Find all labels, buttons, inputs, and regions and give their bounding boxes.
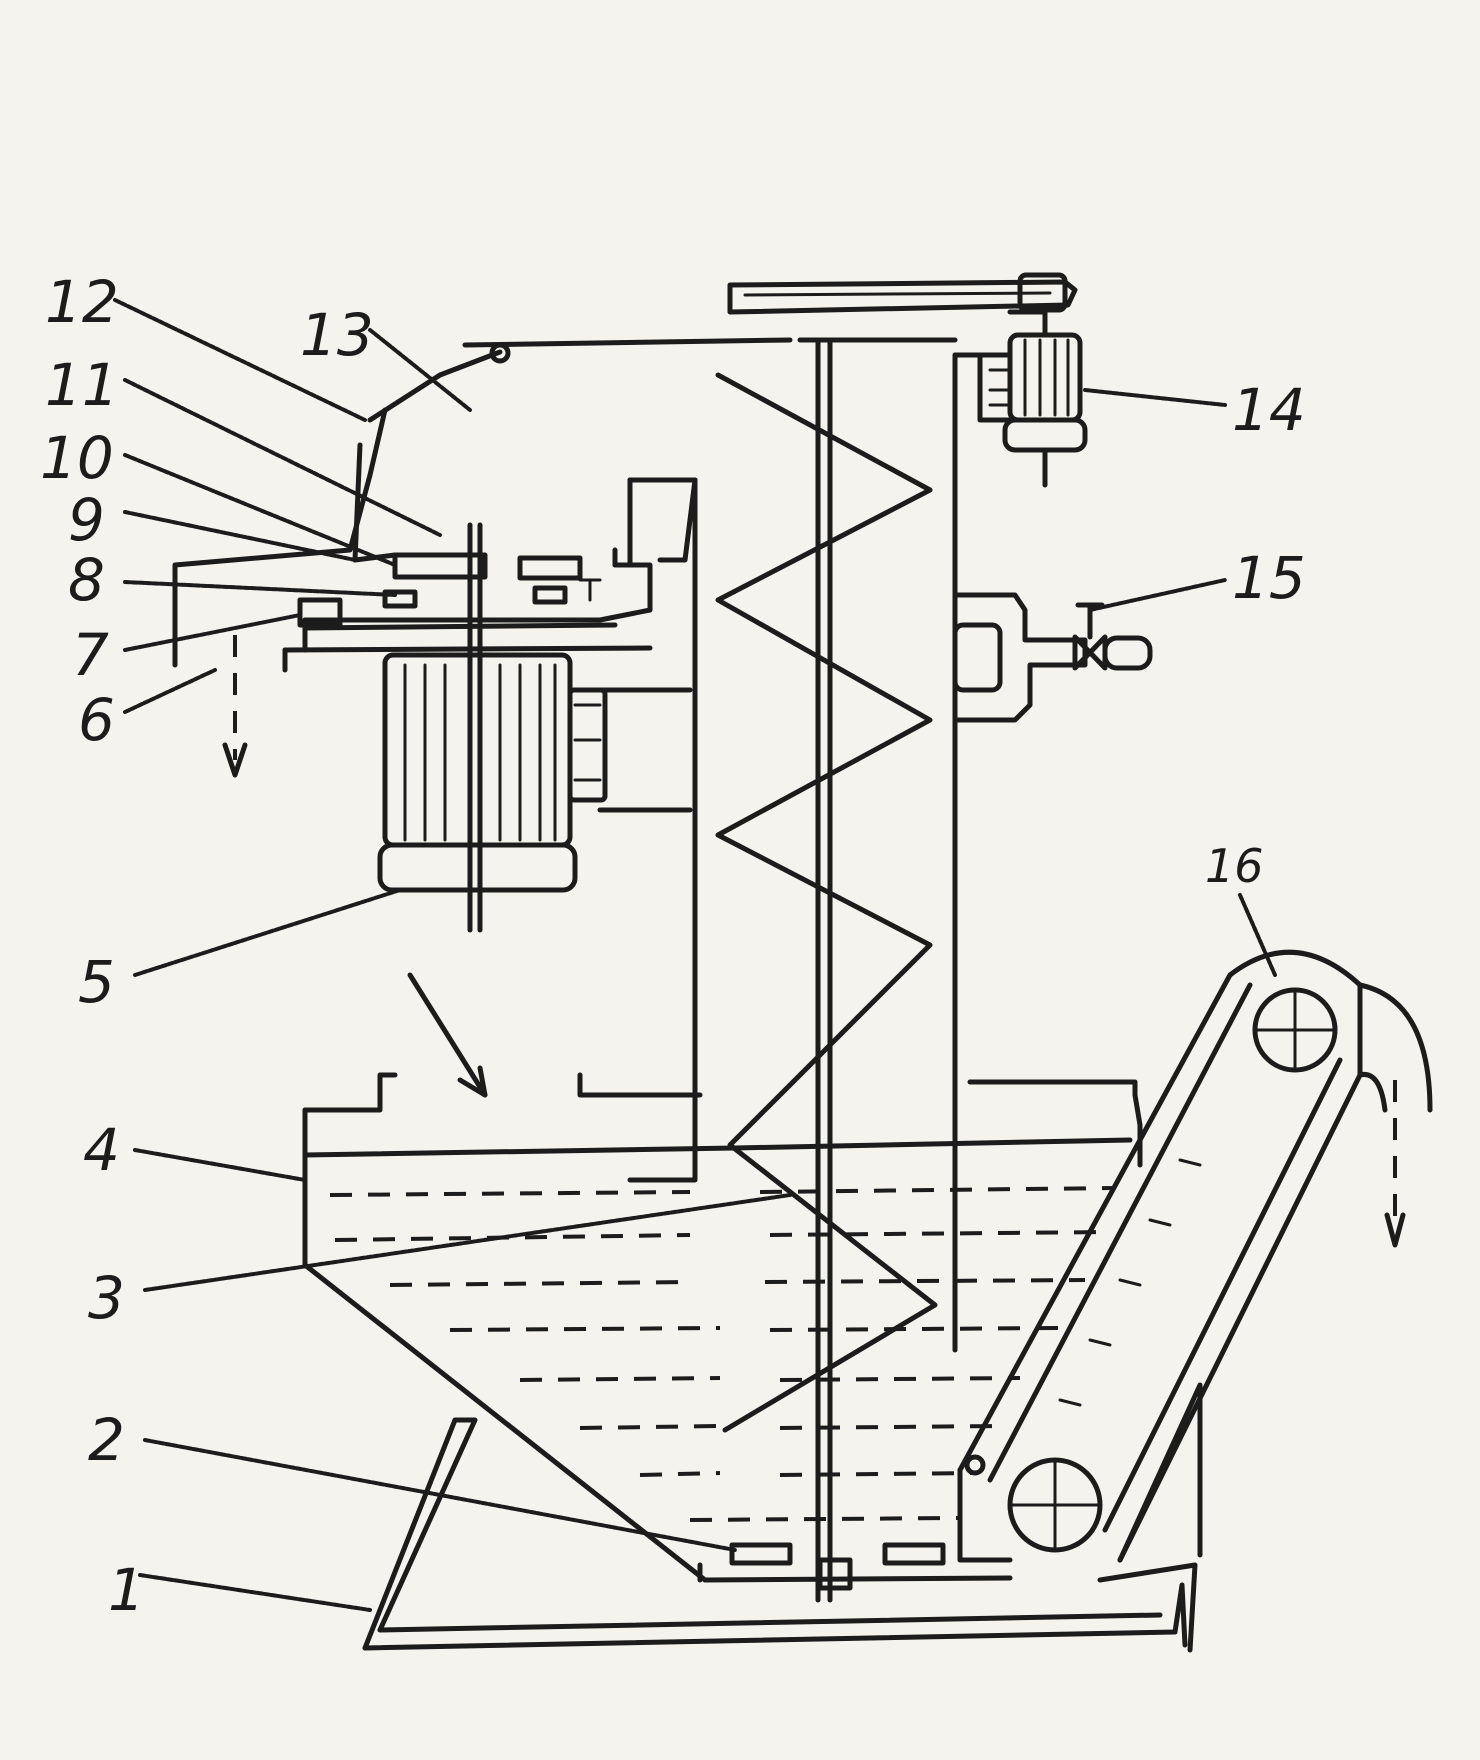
label-1: 1 — [108, 1556, 145, 1624]
label-5: 5 — [78, 948, 115, 1016]
part-labels: 1 2 3 4 5 6 7 8 9 10 11 12 13 14 15 16 — [40, 268, 1306, 1624]
top-drive — [727, 272, 1088, 488]
valve-15 — [1072, 634, 1108, 671]
agitator-blade-left — [729, 1542, 793, 1566]
liquid — [302, 1137, 1133, 1522]
separator-unit — [172, 349, 698, 778]
label-7: 7 — [72, 621, 109, 689]
label-15: 15 — [1232, 544, 1306, 612]
label-10: 10 — [40, 424, 114, 492]
belt-conveyor — [957, 949, 1433, 1563]
label-13: 13 — [300, 301, 374, 369]
label-4: 4 — [83, 1116, 120, 1184]
label-3: 3 — [88, 1264, 125, 1332]
valve-assembly — [952, 592, 1153, 723]
label-11: 11 — [45, 351, 119, 419]
label-14: 14 — [1232, 376, 1306, 444]
label-9: 9 — [68, 486, 105, 554]
leader-lines — [113, 298, 1277, 1612]
label-8: 8 — [68, 546, 105, 614]
agitator-blade-right — [882, 1542, 946, 1566]
label-6: 6 — [78, 686, 115, 754]
screw-conveyor — [462, 337, 958, 1603]
label-16: 16 — [1205, 839, 1264, 893]
base-frame — [362, 1417, 1198, 1653]
label-2: 2 — [88, 1406, 125, 1474]
label-12: 12 — [45, 268, 119, 336]
motor-5 — [377, 522, 693, 1098]
